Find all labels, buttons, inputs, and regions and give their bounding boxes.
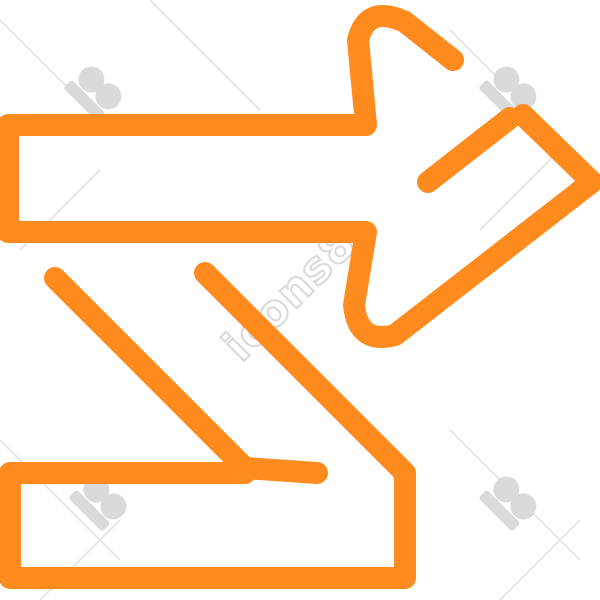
arrow-strokes	[0, 5, 600, 589]
arrow-head-inner-stroke	[417, 107, 521, 193]
icons8-logo-icon	[479, 476, 537, 531]
icons8-logo-icon	[64, 66, 122, 121]
arrow-head-stroke	[0, 5, 600, 348]
lower-box-stroke	[0, 262, 416, 589]
